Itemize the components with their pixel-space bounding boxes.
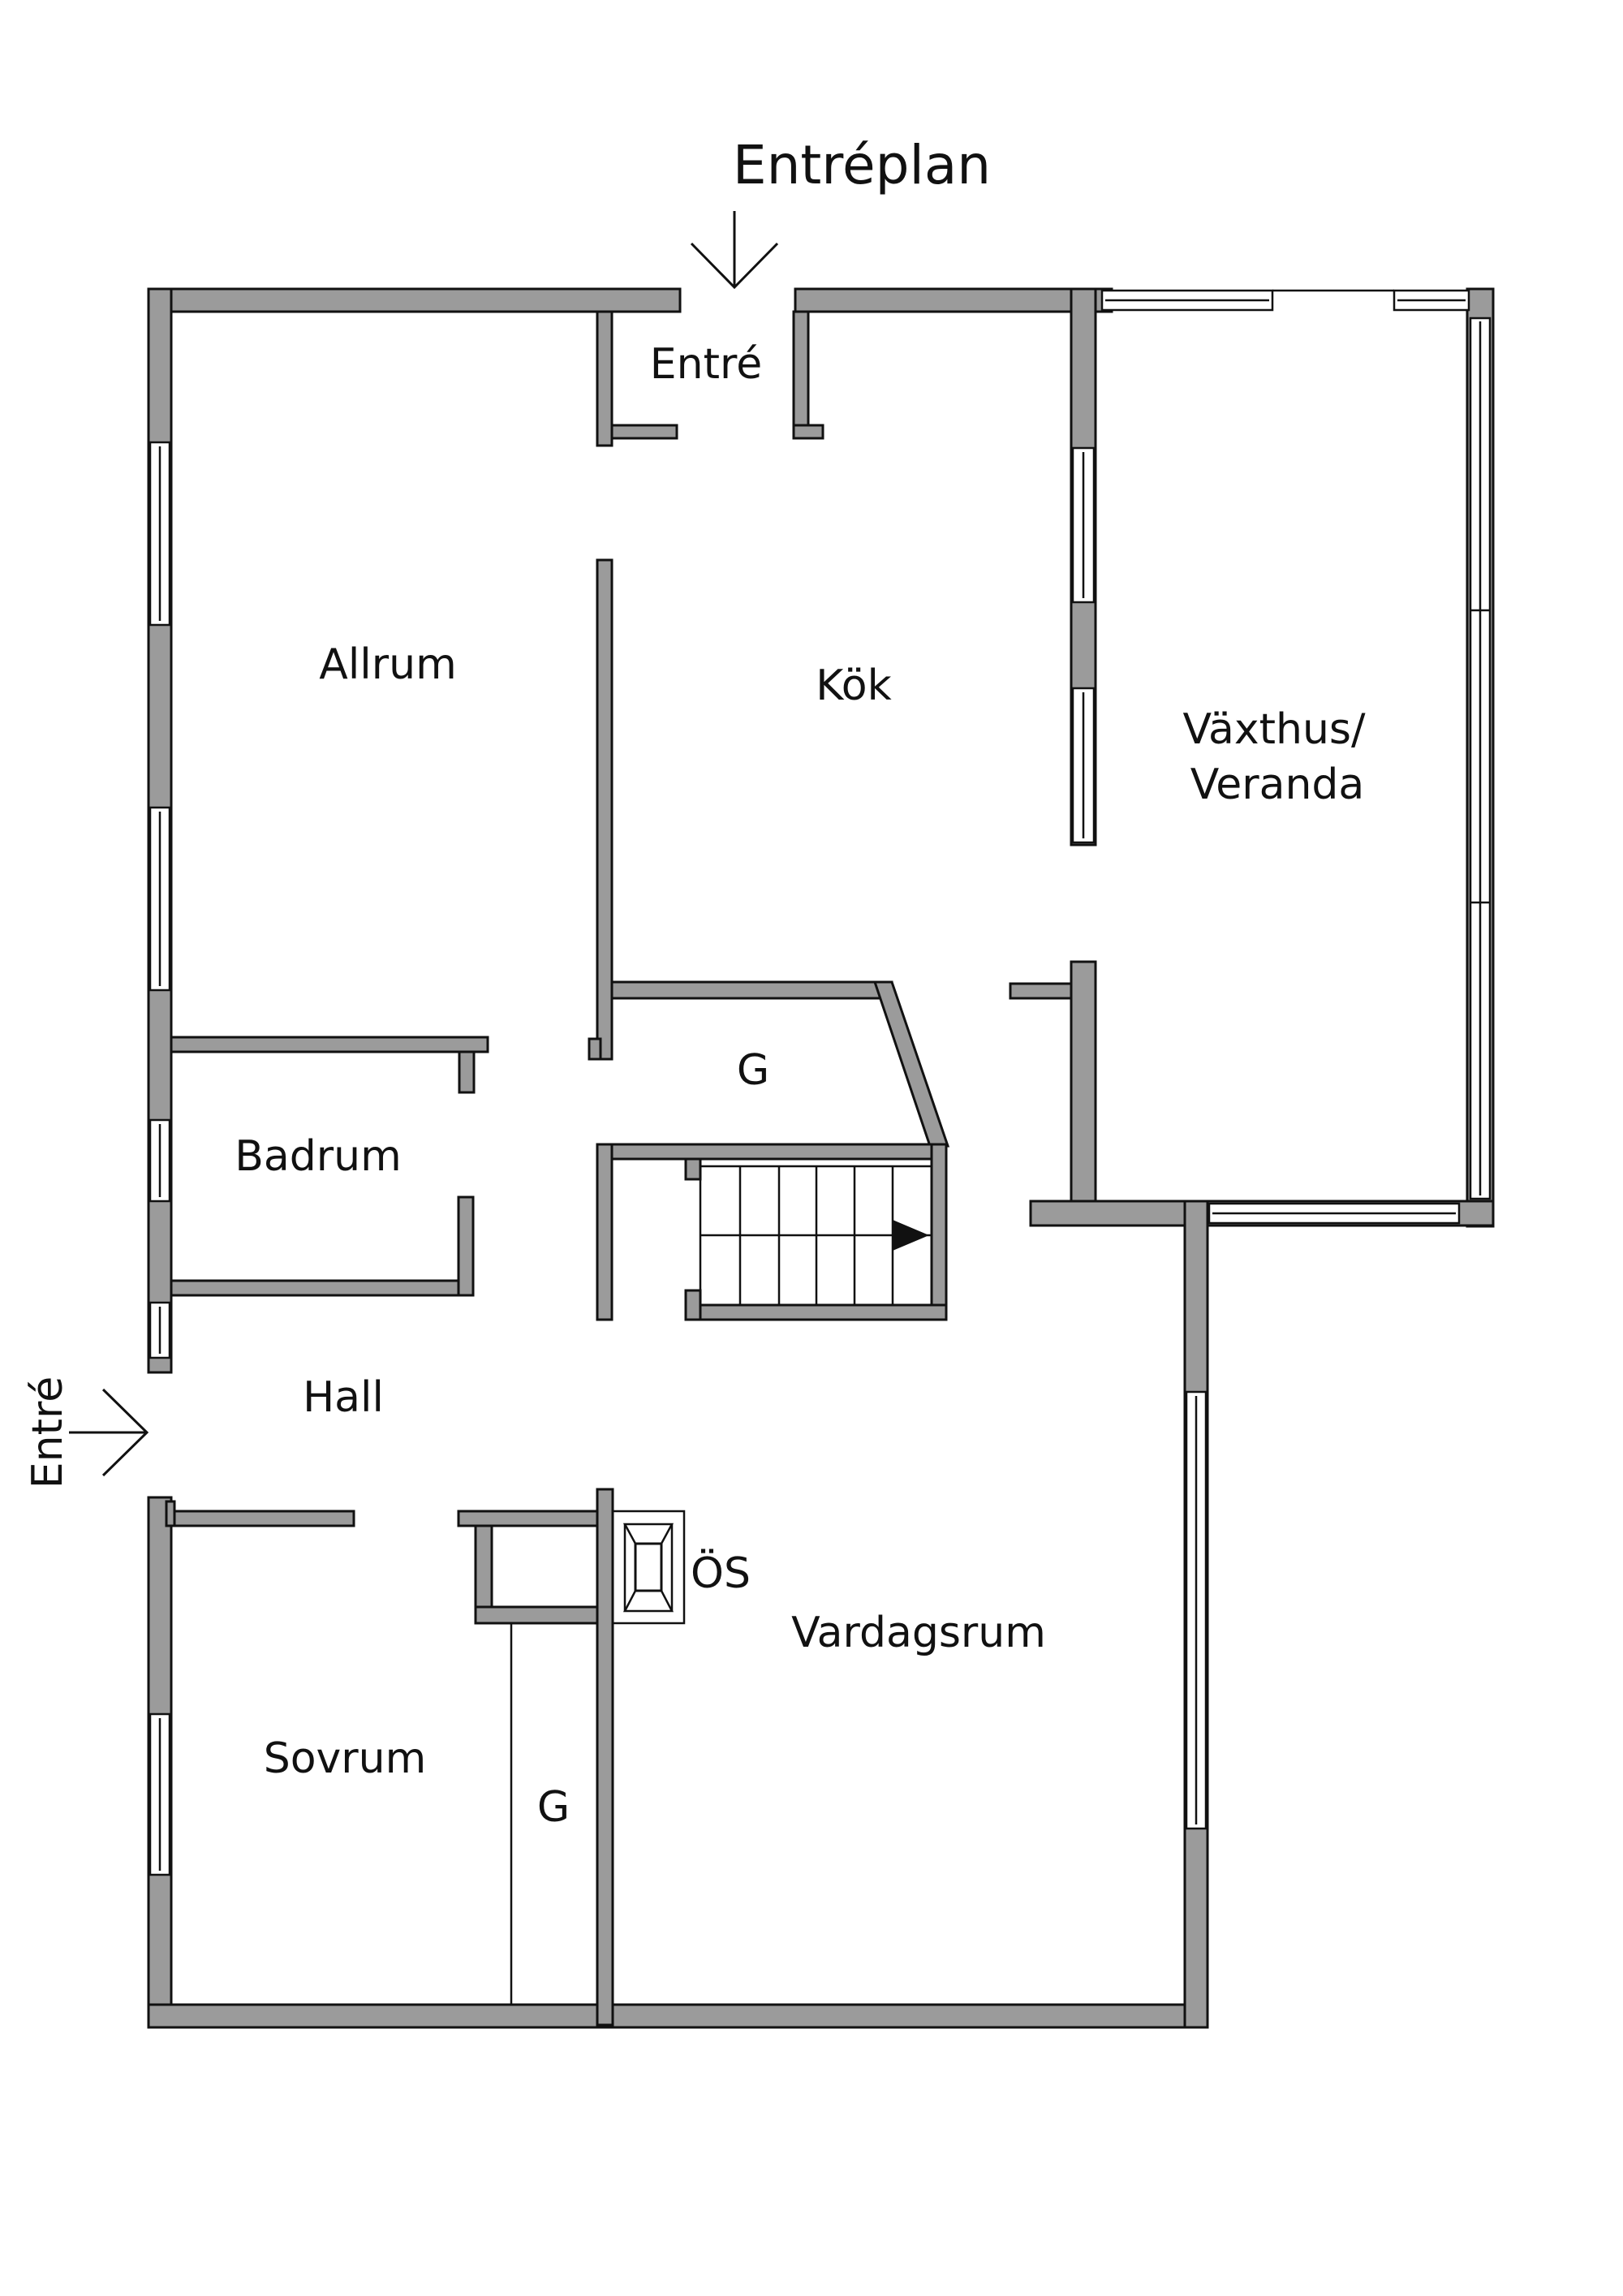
label-entry-top: Entré: [650, 340, 762, 389]
label-entry-side: Entré: [24, 1376, 72, 1488]
plan-title: Entréplan: [733, 134, 991, 196]
label-vaxthus-line2: Veranda: [1190, 760, 1365, 809]
entry-arrow-side: [69, 1388, 149, 1477]
staircase: [699, 1165, 933, 1307]
stair-direction-arrow: [893, 1220, 929, 1251]
windows: [149, 289, 1492, 1876]
label-hall: Hall: [303, 1373, 384, 1422]
label-kok: Kök: [816, 661, 891, 710]
label-badrum: Badrum: [235, 1132, 402, 1181]
label-sovrum: Sovrum: [264, 1734, 427, 1783]
label-garderob-2: G: [537, 1783, 570, 1832]
label-oppen-spis: ÖS: [691, 1549, 751, 1598]
label-allrum: Allrum: [319, 640, 456, 689]
fireplace-symbol: [611, 1510, 686, 1625]
label-vardagsrum: Vardagsrum: [791, 1609, 1046, 1657]
entry-arrow-top: [690, 211, 779, 290]
label-vaxthus-line1: Växthus/: [1182, 705, 1366, 754]
label-garderob-1: G: [737, 1046, 769, 1095]
